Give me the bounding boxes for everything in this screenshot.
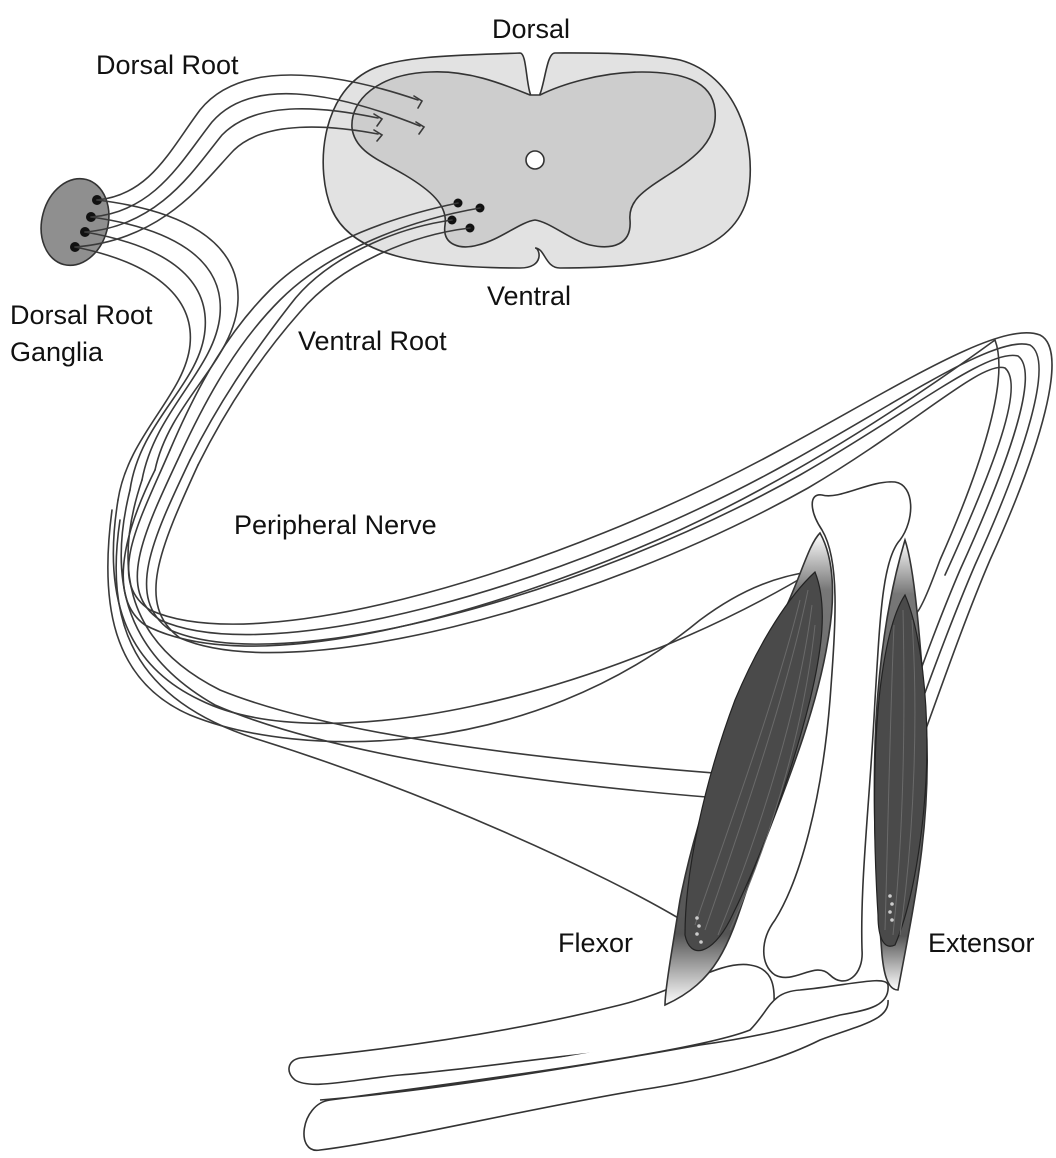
label-ventral-root: Ventral Root (298, 324, 447, 358)
label-dorsal-root: Dorsal Root (96, 48, 239, 82)
label-dorsal-root-ganglia-line1: Dorsal Root (10, 298, 153, 332)
ganglion-body (32, 171, 119, 273)
label-dorsal: Dorsal (492, 12, 570, 46)
label-extensor: Extensor (928, 926, 1035, 960)
label-flexor: Flexor (558, 926, 633, 960)
label-peripheral-nerve: Peripheral Nerve (234, 508, 437, 542)
central-canal (526, 151, 544, 169)
label-ventral: Ventral (487, 279, 571, 313)
spinal-cord (323, 53, 750, 268)
label-dorsal-root-ganglia-line2: Ganglia (10, 335, 103, 369)
dorsal-root-ganglia (32, 171, 119, 273)
